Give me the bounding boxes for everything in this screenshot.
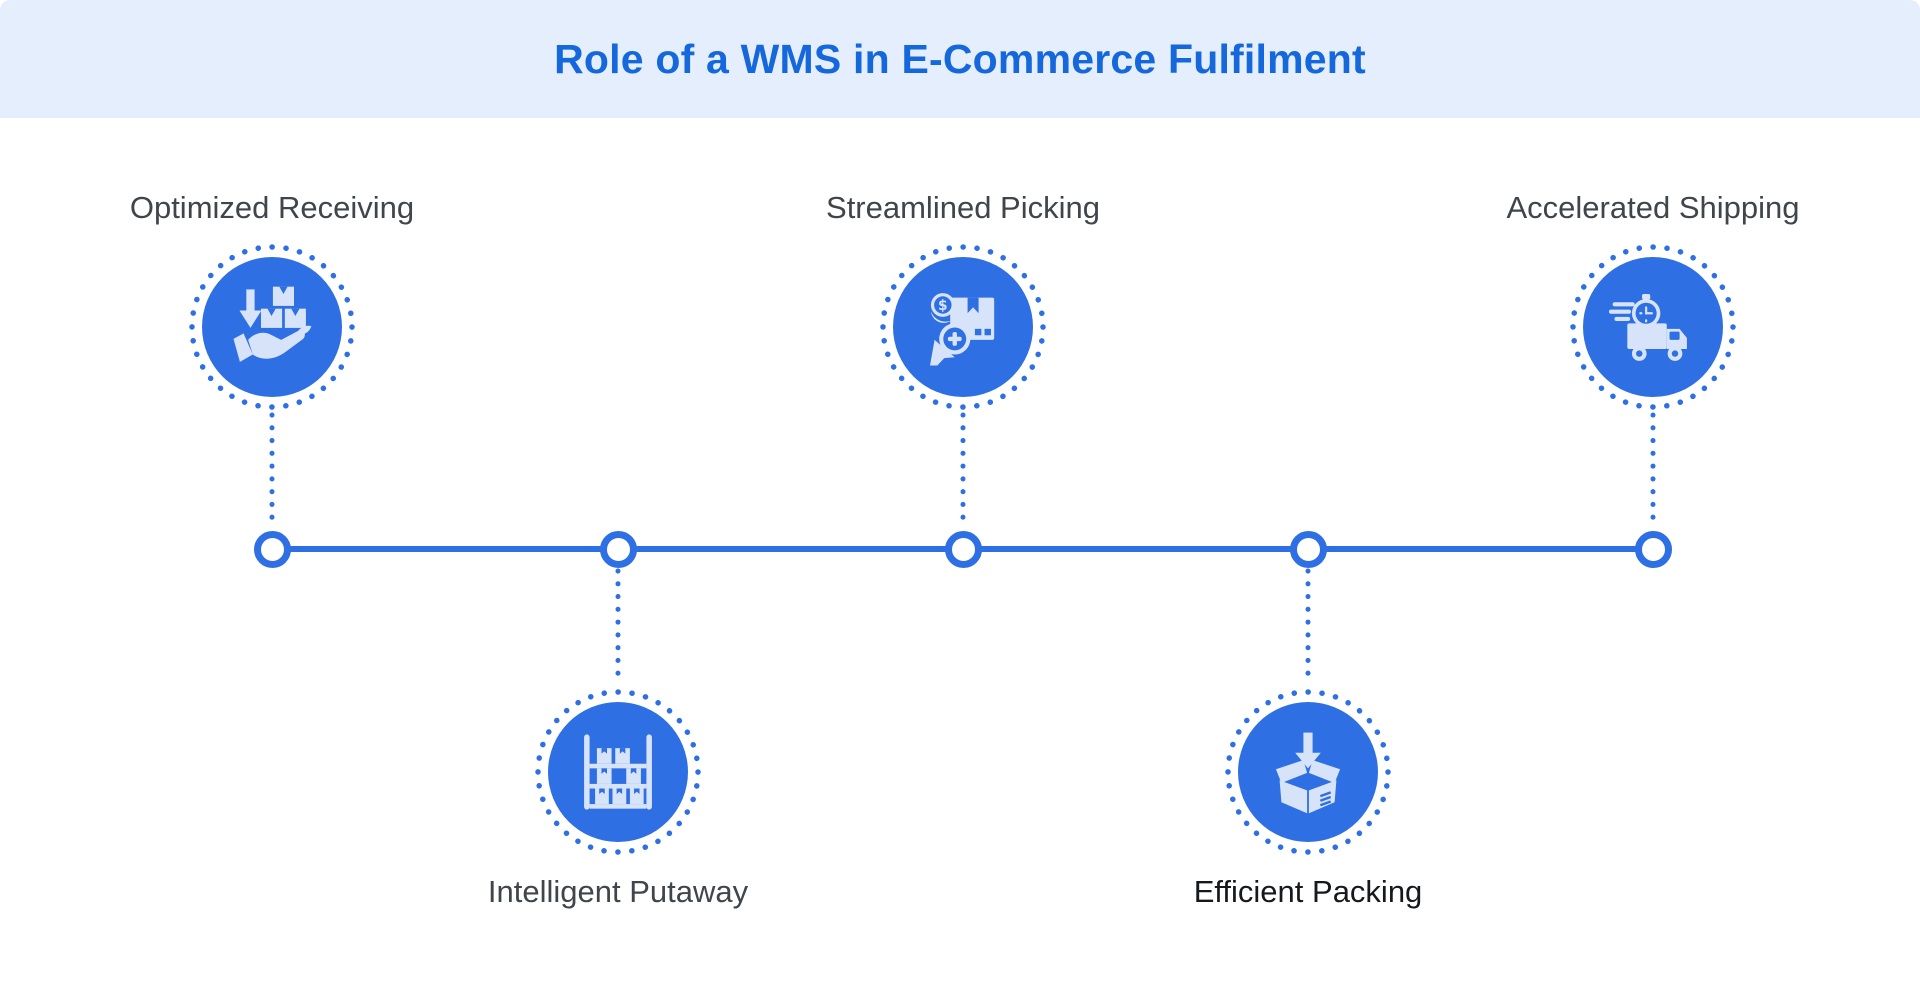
step-bubble — [1223, 687, 1393, 857]
connector-dotted-line — [615, 568, 621, 688]
dotted-ring — [880, 244, 1046, 410]
step-circle — [1583, 257, 1723, 397]
timeline-node — [944, 530, 982, 568]
timeline-node — [599, 530, 637, 568]
open-box-down-arrow-icon — [1275, 732, 1341, 814]
dotted-ring — [535, 689, 701, 855]
step-circle — [1238, 702, 1378, 842]
connector-dotted-line — [1305, 568, 1311, 688]
header-band: Role of a WMS in E-Commerce Fulfilment — [0, 0, 1920, 118]
timeline-node — [253, 530, 291, 568]
step-circle — [202, 257, 342, 397]
step-bubble — [187, 242, 357, 412]
timeline-node — [1289, 530, 1327, 568]
dollar-glyph: $ — [938, 298, 948, 314]
step-label: Efficient Packing — [1193, 874, 1423, 909]
timeline-node — [1634, 530, 1672, 568]
connector-dotted-line — [960, 412, 966, 532]
delivery-truck-stopwatch-icon — [1609, 294, 1687, 361]
step-label: Optimized Receiving — [129, 190, 415, 225]
dotted-ring — [1225, 689, 1391, 855]
connector-dotted-line — [269, 412, 275, 532]
box-magnifier-coin-icon: $ — [930, 293, 995, 366]
step-bubble — [533, 687, 703, 857]
shelf-rack-boxes-icon — [584, 734, 652, 810]
step-label: Streamlined Picking — [826, 190, 1100, 225]
step-label: Intelligent Putaway — [487, 874, 749, 909]
step-circle — [548, 702, 688, 842]
receiving-hand-boxes-icon — [233, 286, 312, 362]
step-bubble: $ — [878, 242, 1048, 412]
dotted-ring — [189, 244, 355, 410]
page-title: Role of a WMS in E-Commerce Fulfilment — [554, 36, 1366, 82]
step-circle: $ — [893, 257, 1033, 397]
step-label: Accelerated Shipping — [1506, 190, 1800, 225]
step-bubble — [1568, 242, 1738, 412]
dotted-ring — [1570, 244, 1736, 410]
connector-dotted-line — [1650, 412, 1656, 532]
